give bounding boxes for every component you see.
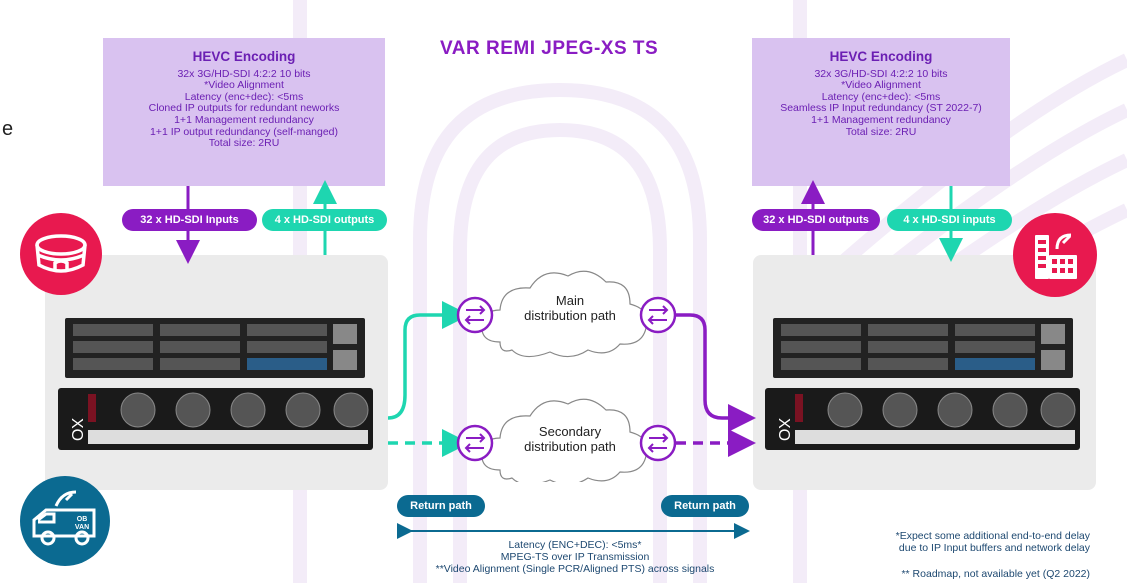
network-clouds bbox=[456, 270, 677, 482]
router-icon bbox=[456, 296, 677, 462]
secondary-path-line2: distribution path bbox=[524, 439, 616, 454]
return-path-pill-right: Return path bbox=[661, 495, 749, 517]
left-box-line: Total size: 2RU bbox=[208, 137, 280, 150]
cut-off-text: e bbox=[2, 118, 14, 140]
cloud-icon bbox=[481, 398, 648, 482]
left-box-line: Latency (enc+dec): <5ms bbox=[184, 90, 304, 103]
main-path-line2: distribution path bbox=[524, 308, 616, 323]
left-encoding-box: HEVC Encoding 32x 3G/HD-SDI 4:2:2 10 bit… bbox=[103, 38, 385, 186]
roadmap-footnote: ** Roadmap, not available yet (Q2 2022) bbox=[901, 568, 1090, 580]
right-server-unit bbox=[773, 318, 1073, 378]
right-encoding-box: HEVC Encoding 32x 3G/HD-SDI 4:2:2 10 bit… bbox=[752, 38, 1010, 186]
left-outputs-pill: 4 x HD-SDI outputs bbox=[262, 209, 387, 231]
van-label-ob: OB bbox=[76, 516, 88, 523]
stadium-icon bbox=[20, 213, 102, 295]
left-server-unit bbox=[65, 318, 365, 378]
delay-footnote: *Expect some additional end-to-end delay… bbox=[868, 530, 1090, 554]
van-label-van: VAN bbox=[74, 524, 90, 531]
left-box-header: HEVC Encoding bbox=[192, 49, 296, 64]
left-box-line: 32x 3G/HD-SDI 4:2:2 10 bits bbox=[177, 67, 311, 80]
right-box-line: Seamless IP Input redundancy (ST 2022-7) bbox=[780, 102, 982, 115]
return-path-pill-left: Return path bbox=[397, 495, 485, 517]
latency-note: Latency (ENC+DEC): <5ms* bbox=[508, 539, 642, 551]
left-box-line: Cloned IP outputs for redundant neworks bbox=[148, 102, 340, 115]
right-box-line: 1+1 Management redundancy bbox=[811, 113, 951, 126]
svg-text:XO: XO bbox=[775, 418, 792, 441]
left-box-line: *Video Alignment bbox=[204, 79, 284, 92]
building-satellite-icon bbox=[1013, 213, 1097, 297]
right-box-header: HEVC Encoding bbox=[829, 49, 933, 64]
right-box-line: 32x 3G/HD-SDI 4:2:2 10 bits bbox=[814, 67, 948, 80]
left-inputs-pill: 32 x HD-SDI Inputs bbox=[122, 209, 257, 231]
transport-notes: Latency (ENC+DEC): <5ms* MPEG-TS over IP… bbox=[400, 539, 750, 575]
delay-footnote-line2: due to IP Input buffers and network dela… bbox=[898, 542, 1090, 554]
alignment-note: **Video Alignment (Single PCR/Aligned PT… bbox=[435, 563, 715, 575]
right-box-line: Latency (enc+dec): <5ms bbox=[821, 90, 941, 103]
right-outputs-pill: 32 x HD-SDI outputs bbox=[752, 209, 880, 231]
delay-footnote-line1: *Expect some additional end-to-end delay bbox=[895, 530, 1090, 542]
main-path-label: Main distribution path bbox=[510, 293, 630, 323]
secondary-path-line1: Secondary bbox=[538, 424, 602, 439]
ob-van-icon: OB VAN bbox=[20, 476, 110, 566]
right-inputs-pill: 4 x HD-SDI inputs bbox=[887, 209, 1012, 231]
mpegts-note: MPEG-TS over IP Transmission bbox=[500, 551, 650, 563]
right-box-line: Total size: 2RU bbox=[845, 125, 917, 138]
main-path-line1: Main bbox=[555, 293, 585, 308]
right-encoder-unit: XO bbox=[765, 388, 1080, 450]
secondary-path-label: Secondary distribution path bbox=[510, 424, 630, 454]
svg-text:XO: XO bbox=[68, 418, 85, 441]
page-title: VAR REMI JPEG-XS TS bbox=[440, 38, 659, 59]
left-encoder-unit: XO bbox=[58, 388, 373, 450]
right-box-line: *Video Alignment bbox=[841, 79, 921, 92]
left-box-line: 1+1 Management redundancy bbox=[174, 113, 314, 126]
left-box-line: 1+1 IP output redundancy (self-manged) bbox=[149, 125, 339, 138]
cloud-icon bbox=[481, 270, 648, 358]
